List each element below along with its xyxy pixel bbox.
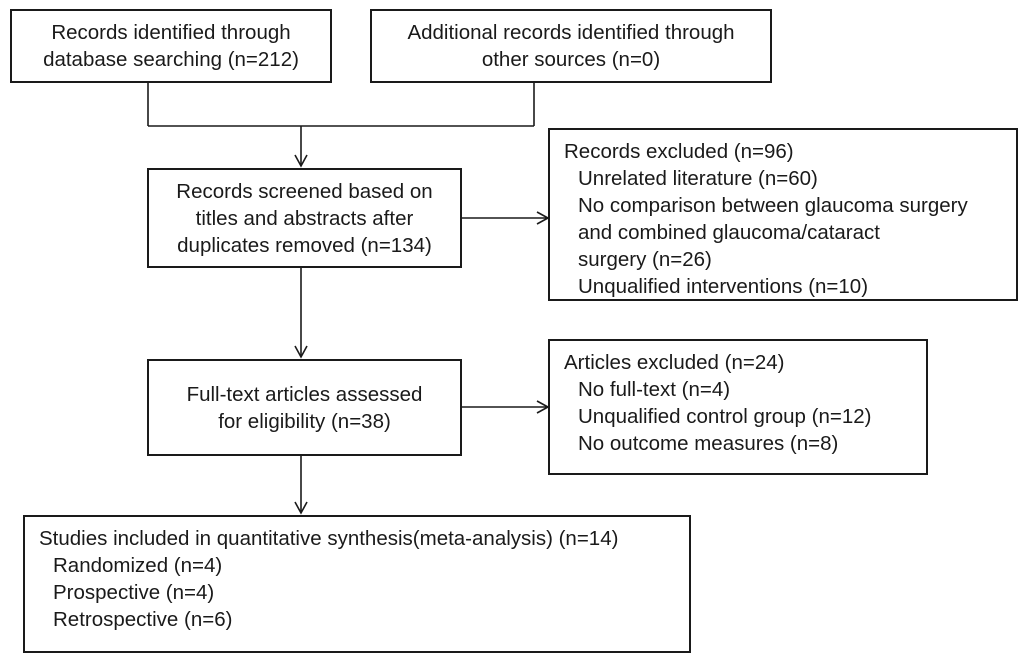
box-records-screened: Records screened based on titles and abs… xyxy=(147,168,462,268)
included-item: Retrospective (n=6) xyxy=(53,608,233,631)
records-excluded-item: surgery (n=26) xyxy=(578,248,712,271)
records-excluded-item: Unrelated literature (n=60) xyxy=(578,167,818,190)
assessed-line-2: for eligibility (n=38) xyxy=(218,409,391,433)
records-excluded-item: and combined glaucoma/cataract xyxy=(578,221,880,244)
articles-excluded-item: No outcome measures (n=8) xyxy=(578,432,839,455)
screened-line-1: Records screened based on xyxy=(176,179,433,203)
box-articles-excluded: Articles excluded (n=24) No full-text (n… xyxy=(548,339,928,475)
screened-line-3: duplicates removed (n=134) xyxy=(177,233,432,257)
box-database-records: Records identified through database sear… xyxy=(10,9,332,83)
database-line-2: database searching (n=212) xyxy=(43,48,299,71)
included-item: Randomized (n=4) xyxy=(53,554,223,577)
box-studies-included: Studies included in quantitative synthes… xyxy=(23,515,691,653)
box-full-text-assessed: Full-text articles assessed for eligibil… xyxy=(147,359,462,456)
box-other-records: Additional records identified through ot… xyxy=(370,9,772,83)
records-excluded-item: No comparison between glaucoma surgery xyxy=(578,194,968,217)
other-line-2: other sources (n=0) xyxy=(481,48,661,71)
articles-excluded-title: Articles excluded (n=24) xyxy=(564,351,785,374)
screened-line-2: titles and abstracts after xyxy=(195,206,414,230)
assessed-line-1: Full-text articles assessed xyxy=(186,382,423,406)
other-line-1: Additional records identified through xyxy=(407,21,735,44)
articles-excluded-item: Unqualified control group (n=12) xyxy=(578,405,872,428)
articles-excluded-item: No full-text (n=4) xyxy=(578,378,731,401)
included-item: Prospective (n=4) xyxy=(53,581,215,604)
records-excluded-title: Records excluded (n=96) xyxy=(564,140,794,163)
included-title: Studies included in quantitative synthes… xyxy=(39,527,619,550)
database-line-1: Records identified through xyxy=(51,21,291,44)
box-records-excluded: Records excluded (n=96) Unrelated litera… xyxy=(548,128,1018,301)
records-excluded-item: Unqualified interventions (n=10) xyxy=(578,275,869,298)
